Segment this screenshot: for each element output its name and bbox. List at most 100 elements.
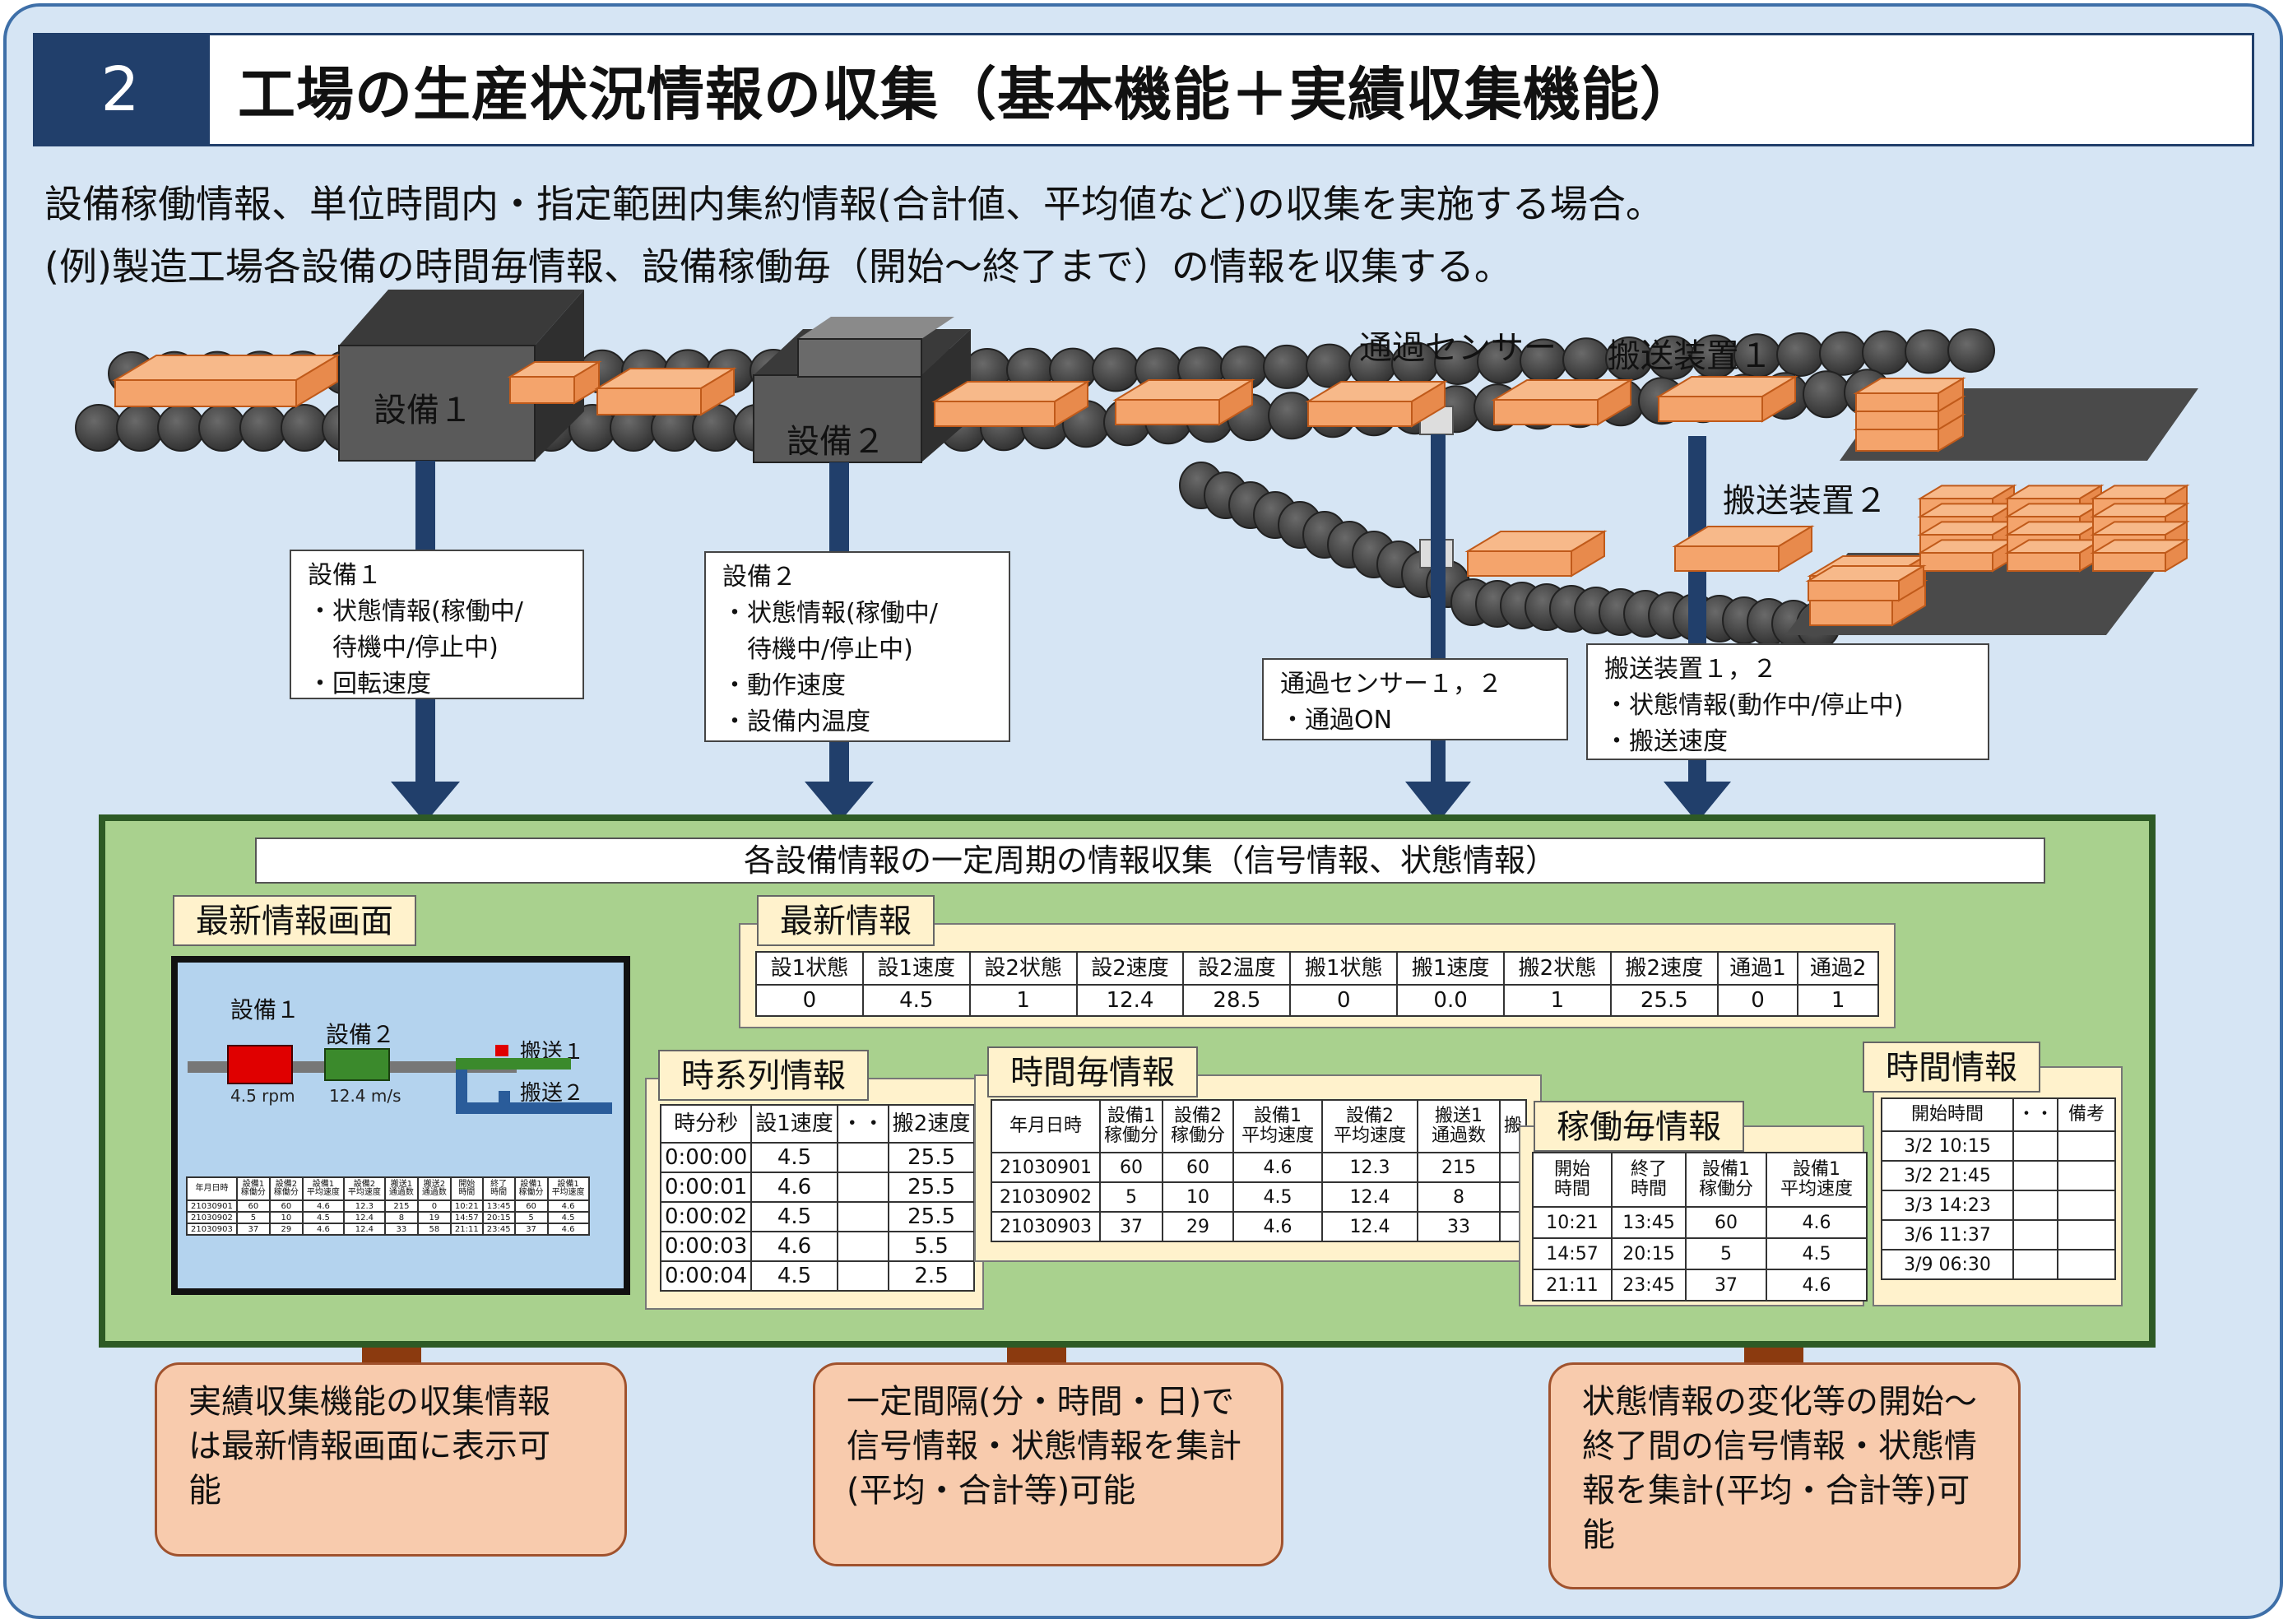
product-box (931, 380, 1091, 428)
screen-conveyor2-label: 搬送２ (520, 1081, 585, 1106)
latest-info-header-cell: 設2温度 (1182, 951, 1292, 986)
conveyor1-label: 搬送装置１ (1608, 337, 1772, 375)
time-info-cell (2057, 1219, 2117, 1250)
latest-info-header-cell: 設2速度 (1075, 951, 1185, 986)
hourly-header-cell: 設備1 稼働分 (1098, 1099, 1164, 1153)
latest-info-header-cell: 通過1 (1716, 951, 1799, 986)
timeseries-cell: 4.5 (750, 1260, 838, 1292)
operation-header-cell: 終了 時間 (1611, 1152, 1687, 1208)
sensor-label: 通過センサー (1359, 329, 1557, 367)
latest-info-cell: 0 (1716, 984, 1799, 1017)
latest-info-cell: 1 (968, 984, 1078, 1017)
screen-mini-cell: 37 (513, 1223, 549, 1236)
roller (1306, 343, 1353, 388)
roller (116, 404, 164, 452)
timeseries-header-row: 時分秒設1速度・・搬2速度 (659, 1104, 976, 1144)
screen-mini-cell: 4.5 (546, 1211, 590, 1224)
timeseries-cell: 4.5 (750, 1201, 838, 1232)
screen-mini-cell: 21030901 (186, 1199, 238, 1213)
timeseries-cell: 0:00:02 (659, 1201, 753, 1232)
roller (281, 404, 328, 452)
hourly-cell: 8 (1417, 1181, 1501, 1213)
roller (198, 404, 246, 452)
hourly-cell: 21030902 (991, 1181, 1101, 1213)
product-box (1655, 375, 1798, 423)
operation-cell: 21:11 (1532, 1269, 1613, 1302)
latest-info-cell: 0.0 (1396, 984, 1506, 1017)
timeseries-tag: 時系列情報 (658, 1050, 869, 1101)
time-info-cell (2012, 1160, 2059, 1191)
operation-cell: 37 (1685, 1269, 1767, 1302)
operation-cell: 14:57 (1532, 1237, 1613, 1270)
machine1-info-box: 設備１・状態情報(稼働中/ 待機中/停止中)・回転速度 (290, 550, 584, 699)
hourly-cell: 21030903 (991, 1211, 1101, 1242)
latest-info-cell: 0 (755, 984, 864, 1017)
timeseries-cell: 0:00:01 (659, 1172, 753, 1203)
timeseries-cell (836, 1142, 889, 1173)
screen-mini-cell: 58 (416, 1223, 452, 1236)
hourly-header-cell: 年月日時 (991, 1099, 1101, 1153)
hourly-cell: 29 (1162, 1211, 1235, 1242)
timeseries-cell: 4.6 (750, 1231, 838, 1262)
operation-cell: 60 (1685, 1206, 1767, 1239)
time-info-cell (2012, 1190, 2059, 1221)
screen-mini-cell: 23:45 (481, 1223, 516, 1236)
latest-info-header-cell: 搬2速度 (1609, 951, 1719, 986)
product-box (1305, 380, 1448, 428)
hourly-cell: 60 (1098, 1152, 1164, 1183)
hourly-cell: 21030901 (991, 1152, 1101, 1183)
machine1-label: 設備１ (374, 392, 472, 429)
screen-mini-header-cell: 設備1 平均速度 (301, 1176, 345, 1201)
bottom-note-1: 実績収集機能の収集情報 は最新情報画面に表示可 能 (155, 1362, 627, 1557)
screen-machine1-block (227, 1045, 293, 1084)
screen-mini-cell: 14:57 (449, 1211, 484, 1224)
operation-cell: 4.6 (1766, 1206, 1868, 1239)
operation-cell: 20:15 (1611, 1237, 1687, 1270)
screen-mini-cell: 13:45 (481, 1199, 516, 1213)
screen-mini-cell: 4.6 (546, 1223, 590, 1236)
screen-mini-cell: 4.6 (301, 1199, 345, 1213)
latest-info-header-cell: 搬1状態 (1289, 951, 1399, 986)
hourly-cell: 60 (1162, 1152, 1235, 1183)
screen-mini-cell: 60 (268, 1199, 304, 1213)
sensor-info-box: 通過センサー１，２・通過ON (1262, 658, 1568, 740)
time-info-tag: 時間情報 (1863, 1042, 2040, 1093)
roller (1819, 331, 1867, 376)
hourly-cell: 33 (1417, 1211, 1501, 1242)
lead-text-1: 設備稼働情報、単位時間内・指定範囲内集約情報(合計値、平均値など)の収集を実施す… (44, 182, 1664, 226)
roller (157, 404, 205, 452)
hourly-header-cell: 搬送1 通過数 (1417, 1099, 1501, 1153)
product-box (507, 360, 602, 405)
timeseries-cell: 2.5 (887, 1260, 976, 1292)
timeseries-cell: 25.5 (887, 1201, 976, 1232)
time-info-cell: 3/3 14:23 (1881, 1190, 2014, 1221)
screen-mini-cell: 37 (235, 1223, 271, 1236)
screen-mini-cell: 4.5 (301, 1211, 345, 1224)
screen-mini-header-cell: 搬送2 通過数 (416, 1176, 452, 1201)
screen-mini-cell: 19 (416, 1211, 452, 1224)
operation-header-cell: 設備1 稼働分 (1685, 1152, 1767, 1208)
operation-cell: 4.5 (1766, 1237, 1868, 1270)
time-info-header-cell: 備考 (2057, 1097, 2117, 1132)
operation-header-row: 開始 時間終了 時間設備1 稼働分設備1 平均速度 (1532, 1152, 1868, 1208)
latest-info-cell: 25.5 (1609, 984, 1719, 1017)
screen-mini-cell: 21030902 (186, 1211, 238, 1224)
machine2-info-box: 設備２・状態情報(稼働中/ 待機中/停止中)・動作速度・設備内温度 (704, 551, 1010, 742)
screen-mini-cell: 60 (513, 1199, 549, 1213)
latest-info-header-cell: 設1状態 (755, 951, 864, 986)
screen-machine1-label: 設備１ (230, 996, 300, 1023)
timeseries-cell (836, 1260, 889, 1292)
screen-mini-cell: 12.4 (342, 1211, 386, 1224)
screen-mini-cell: 12.4 (342, 1223, 386, 1236)
roller (1803, 370, 1850, 419)
product-box (1464, 530, 1608, 578)
timeseries-cell: 0:00:03 (659, 1231, 753, 1262)
